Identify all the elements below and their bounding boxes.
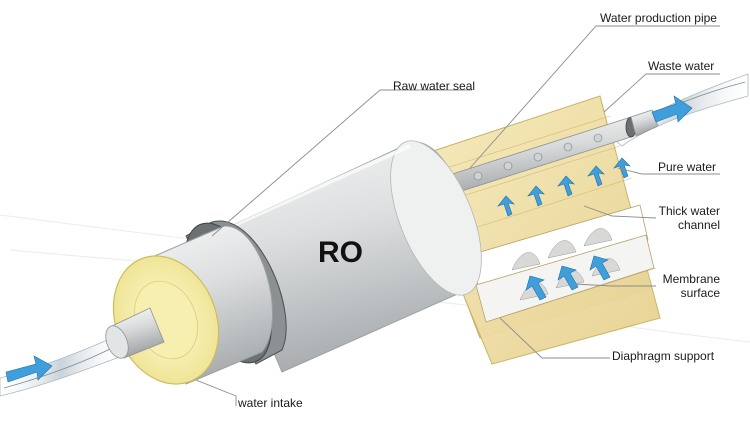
label-thick-water-line2: channel: [677, 218, 720, 232]
thick-water-arrows: [525, 255, 611, 301]
waste-water-arrow: [651, 95, 693, 123]
intake-arrow: [5, 355, 53, 383]
leader-lines: [195, 25, 720, 406]
ro-label: RO: [318, 236, 363, 269]
leader-raw-water-seal: [211, 89, 472, 237]
intake-pipe: [105, 307, 165, 359]
leader-waste-water: [603, 73, 720, 113]
pure-water-arrows: [497, 157, 631, 217]
diaphragm-support-layers: [469, 204, 655, 323]
leader-water-intake: [195, 379, 237, 406]
leader-thick-water-channel: [583, 205, 657, 219]
label-waste-water: Waste water: [648, 59, 715, 73]
label-pure-water: Pure water: [658, 160, 717, 174]
flow-arrows: [5, 95, 693, 383]
label-water-production-pipe: Water production pipe: [600, 11, 717, 25]
leader-membrane-surface: [573, 283, 656, 287]
label-membrane-line2: surface: [680, 286, 720, 300]
label-diaphragm-support: Diaphragm support: [612, 349, 715, 363]
label-water-intake: water intake: [238, 396, 303, 410]
label-raw-water-seal: Raw water seal: [393, 79, 476, 93]
intake-water-splash: [0, 337, 123, 397]
label-thick-water-channel: Thick water channel: [640, 204, 720, 232]
leader-water-production-pipe: [469, 25, 720, 169]
leader-diaphragm-support: [499, 317, 610, 359]
water-production-pipe: [439, 109, 659, 197]
leader-pure-water: [617, 167, 720, 175]
label-thick-water-line1: Thick water: [658, 204, 720, 218]
label-membrane-surface: Membrane surface: [640, 272, 720, 300]
label-membrane-line1: Membrane: [662, 272, 720, 286]
